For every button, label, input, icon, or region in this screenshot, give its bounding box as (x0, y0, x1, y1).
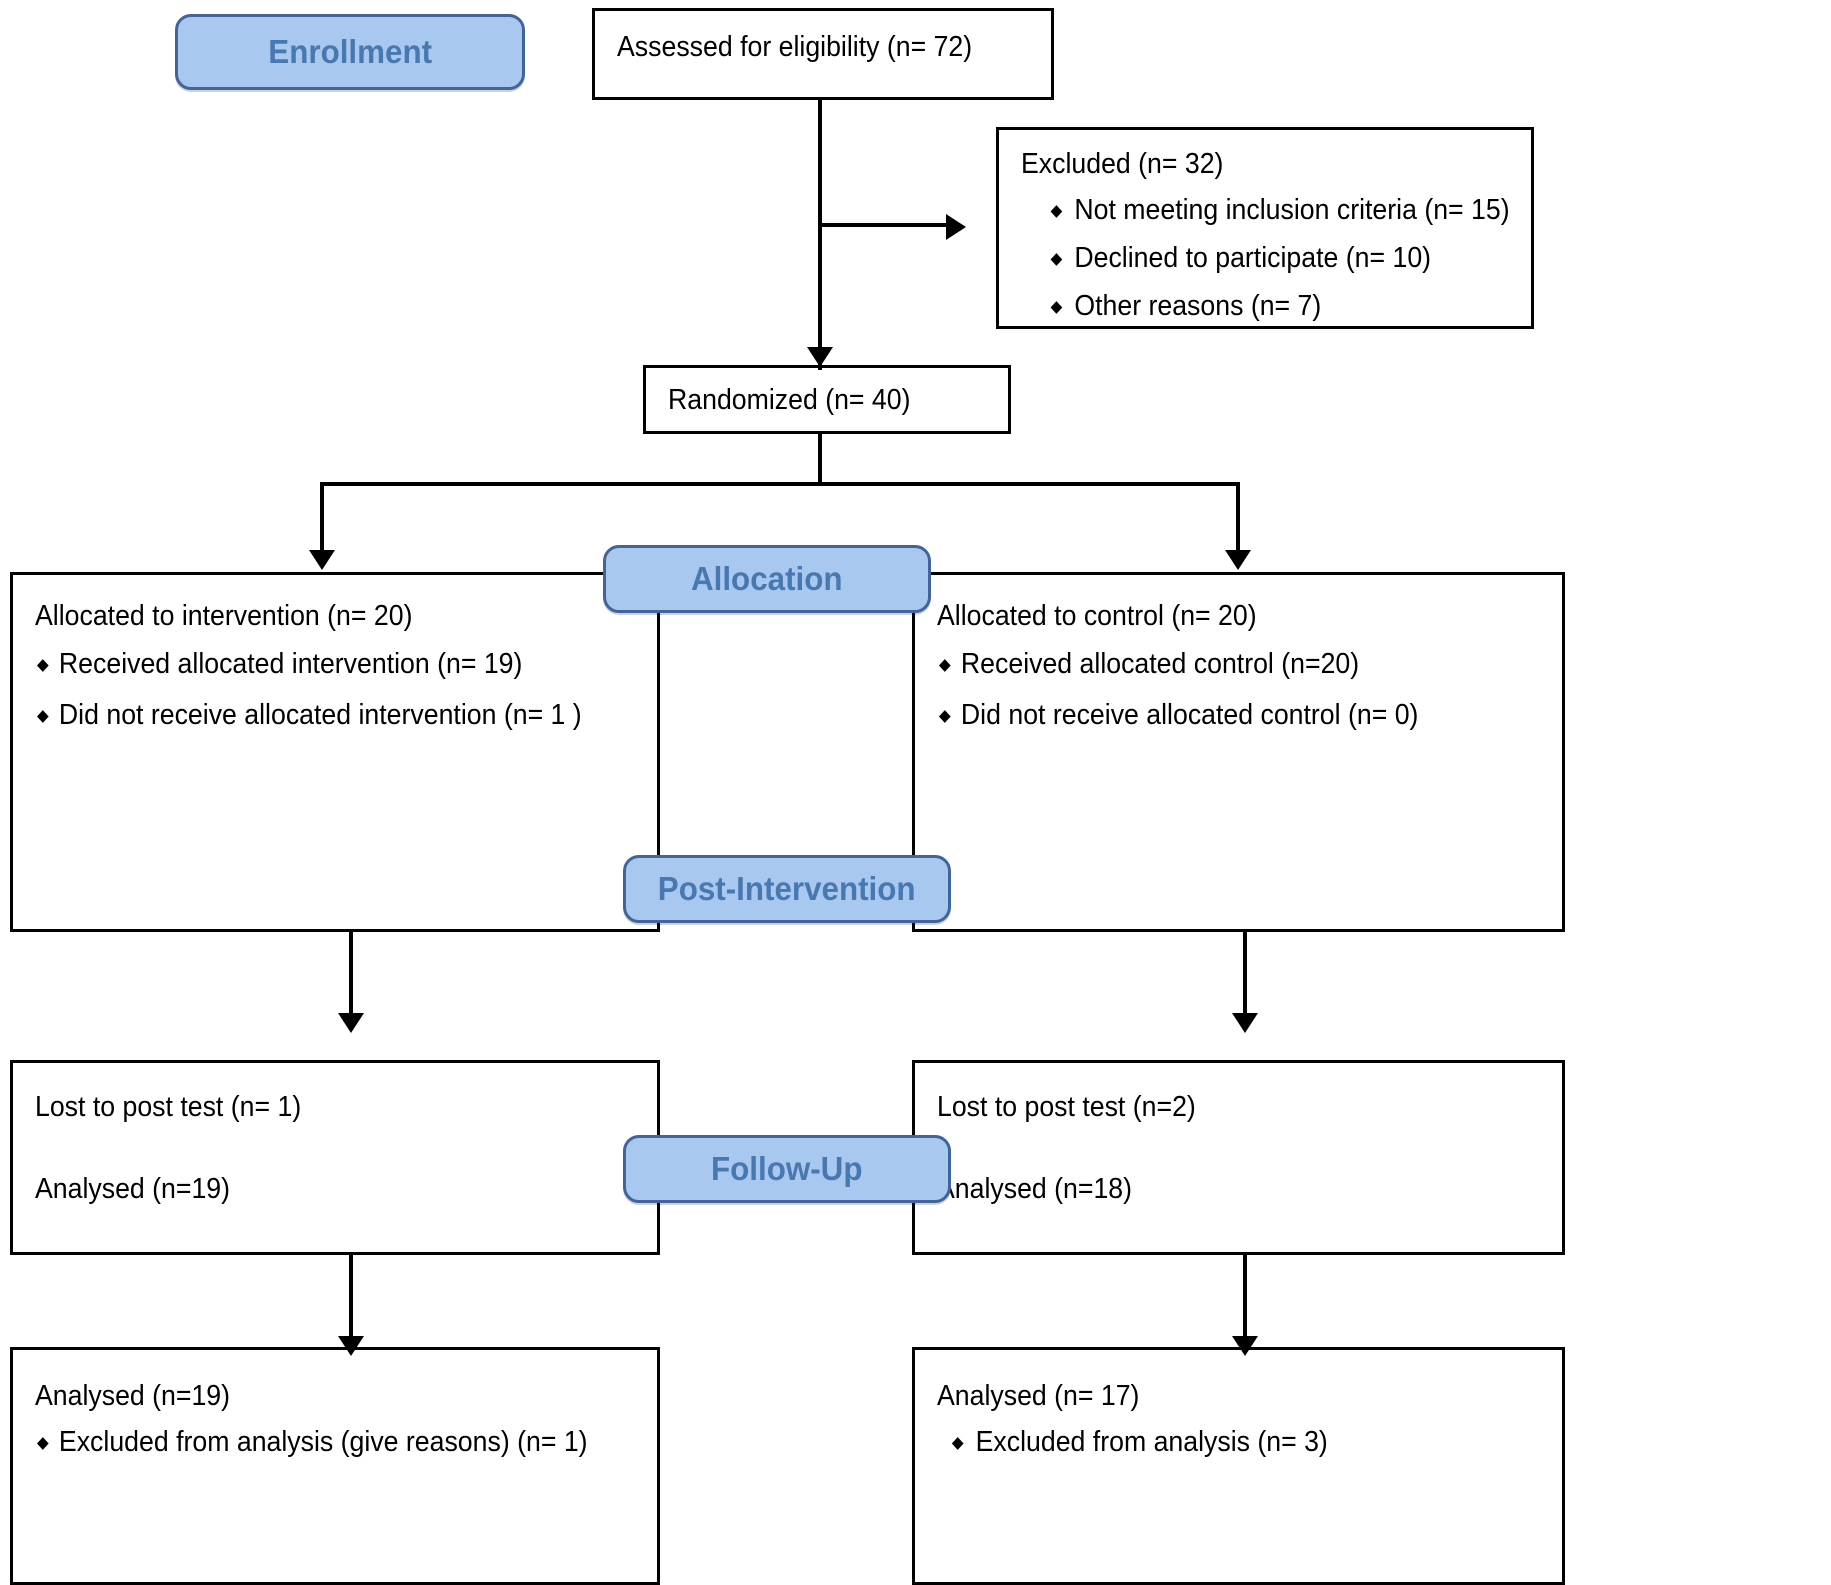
followup-left-heading: Analysed (n=19) (35, 1380, 231, 1412)
arrowhead-to-followup-right (1232, 1336, 1258, 1356)
stage-label-allocation-text: Allocation (691, 560, 843, 597)
post-right-line2: Analysed (n=18) (937, 1173, 1133, 1205)
diamond-bullet-icon (1050, 204, 1063, 218)
connector-post-right-down (1243, 1255, 1247, 1340)
list-item: Did not receive allocated intervention (… (35, 701, 602, 730)
followup-right-heading: Analysed (n= 17) (937, 1380, 1140, 1412)
arrowhead-to-post-left (338, 1013, 364, 1033)
connector-alloc-intervention-down (349, 932, 353, 1017)
box-post-intervention-left: Lost to post test (n= 1) Analysed (n=19) (10, 1060, 660, 1255)
list-item: Not meeting inclusion criteria (n= 15) (1021, 196, 1510, 225)
list-item: Received allocated intervention (n= 19) (35, 650, 602, 679)
diamond-bullet-icon (36, 1436, 49, 1450)
followup-left-bullet-text: Excluded from analysis (give reasons) (n… (58, 1426, 588, 1458)
box-allocated-control: Allocated to control (n= 20) Received al… (912, 572, 1565, 932)
list-item: Excluded from analysis (give reasons) (n… (35, 1428, 602, 1457)
arrowhead-to-followup-left (338, 1336, 364, 1356)
excluded-bullet-text: Not meeting inclusion criteria (n= 15) (1074, 194, 1510, 226)
alloc-intervention-bullet-list: Received allocated intervention (n= 19) … (35, 650, 651, 730)
followup-right-bullet-list: Excluded from analysis (n= 3) (937, 1428, 1556, 1457)
box-post-intervention-right: Lost to post test (n=2) Analysed (n=18) (912, 1060, 1565, 1255)
stage-label-enrollment-text: Enrollment (268, 33, 432, 70)
connector-assessed-to-randomized (818, 100, 822, 370)
diamond-bullet-icon (1050, 252, 1063, 266)
excluded-bullet-list: Not meeting inclusion criteria (n= 15) D… (1021, 196, 1525, 321)
connector-to-excluded (818, 223, 953, 227)
alloc-control-heading: Allocated to control (n= 20) (937, 600, 1257, 632)
stage-label-follow-up: Follow-Up (623, 1135, 951, 1203)
excluded-bullet-text: Other reasons (n= 7) (1074, 290, 1322, 322)
assessed-heading: Assessed for eligibility (n= 72) (617, 31, 973, 63)
diamond-bullet-icon (36, 709, 49, 723)
list-item: Received allocated control (n=20) (937, 650, 1506, 679)
stage-label-allocation: Allocation (603, 545, 931, 613)
arrowhead-to-alloc-control (1225, 550, 1251, 570)
followup-right-bullet-text: Excluded from analysis (n= 3) (975, 1426, 1328, 1458)
stage-label-follow-up-text: Follow-Up (711, 1150, 863, 1187)
excluded-heading: Excluded (n= 32) (1021, 148, 1224, 180)
list-item: Did not receive allocated control (n= 0) (937, 701, 1506, 730)
box-assessed-for-eligibility: Assessed for eligibility (n= 72) (592, 8, 1054, 100)
post-left-line1: Lost to post test (n= 1) (35, 1091, 302, 1123)
alloc-intervention-bullet-text: Did not receive allocated intervention (… (58, 699, 582, 731)
post-right-line1: Lost to post test (n=2) (937, 1091, 1196, 1123)
alloc-intervention-heading: Allocated to intervention (n= 20) (35, 600, 413, 632)
diamond-bullet-icon (938, 658, 951, 672)
stage-label-enrollment: Enrollment (175, 14, 525, 90)
connector-split-left-down (320, 482, 324, 554)
list-item: Other reasons (n= 7) (1021, 292, 1485, 321)
stage-label-post-intervention: Post-Intervention (623, 855, 951, 923)
diamond-bullet-icon (951, 1436, 964, 1450)
box-followup-left: Analysed (n=19) Excluded from analysis (… (10, 1347, 660, 1585)
excluded-bullet-text: Declined to participate (n= 10) (1074, 242, 1432, 274)
connector-split-right-down (1236, 482, 1240, 554)
diamond-bullet-icon (938, 709, 951, 723)
diamond-bullet-icon (36, 658, 49, 672)
box-excluded: Excluded (n= 32) Not meeting inclusion c… (996, 127, 1534, 329)
connector-post-left-down (349, 1255, 353, 1340)
box-randomized: Randomized (n= 40) (643, 365, 1011, 434)
box-followup-right: Analysed (n= 17) Excluded from analysis … (912, 1347, 1565, 1585)
connector-split-bar (320, 482, 1240, 486)
arrowhead-to-excluded (946, 214, 966, 240)
followup-left-bullet-list: Excluded from analysis (give reasons) (n… (35, 1428, 651, 1457)
list-item: Excluded from analysis (n= 3) (937, 1428, 1506, 1457)
arrowhead-to-alloc-intervention (309, 550, 335, 570)
arrowhead-to-post-right (1232, 1013, 1258, 1033)
alloc-control-bullet-text: Received allocated control (n=20) (960, 648, 1360, 680)
arrowhead-to-randomized (807, 347, 833, 367)
connector-randomized-down (818, 434, 822, 484)
connector-alloc-control-down (1243, 932, 1247, 1017)
diamond-bullet-icon (1050, 300, 1063, 314)
alloc-control-bullet-text: Did not receive allocated control (n= 0) (960, 699, 1419, 731)
alloc-intervention-bullet-text: Received allocated intervention (n= 19) (58, 648, 523, 680)
post-left-line2: Analysed (n=19) (35, 1173, 231, 1205)
list-item: Declined to participate (n= 10) (1021, 244, 1485, 273)
stage-label-post-intervention-text: Post-Intervention (658, 870, 916, 907)
box-allocated-intervention: Allocated to intervention (n= 20) Receiv… (10, 572, 660, 932)
alloc-control-bullet-list: Received allocated control (n=20) Did no… (937, 650, 1556, 730)
randomized-heading: Randomized (n= 40) (668, 384, 911, 416)
